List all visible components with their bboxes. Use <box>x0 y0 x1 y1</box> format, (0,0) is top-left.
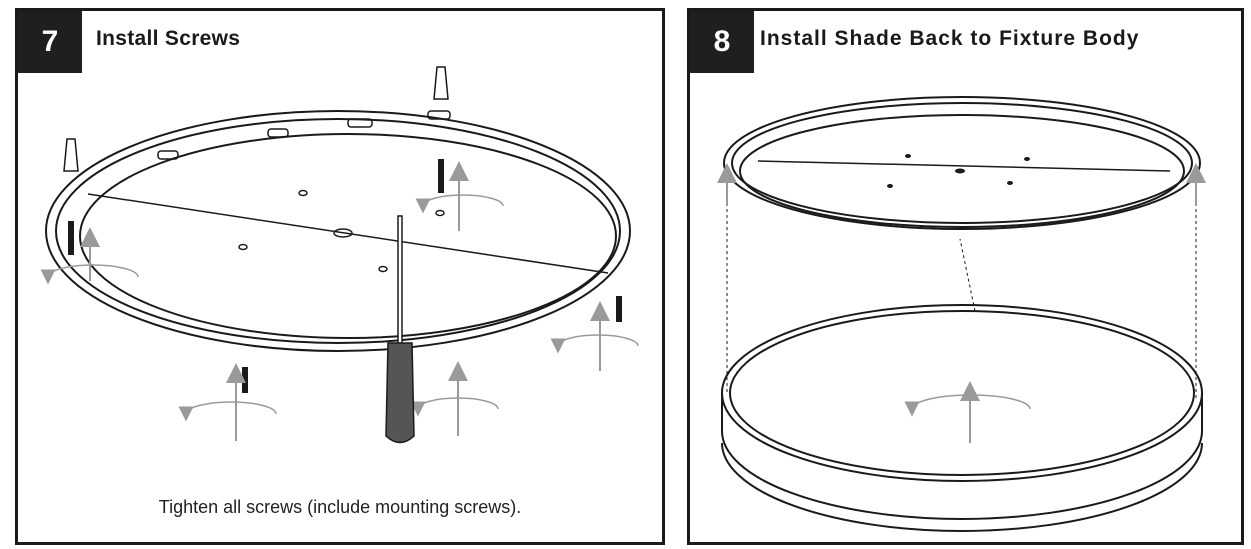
upward-arrows <box>80 161 610 441</box>
body-divider-line <box>757 160 1171 172</box>
rotation-arrows <box>40 194 639 422</box>
screwdriver <box>385 215 415 444</box>
step-7-number: 7 <box>18 11 82 73</box>
step-8-number: 8 <box>690 11 754 73</box>
mounting-screws <box>68 159 622 393</box>
step-8-title: Install Shade Back to Fixture Body <box>760 27 1140 50</box>
shade <box>721 304 1203 532</box>
plate-divider-line <box>87 193 609 274</box>
wall-anchors <box>63 66 449 172</box>
alignment-guides <box>726 179 1197 401</box>
body-holes <box>887 154 1030 188</box>
step-7-caption: Tighten all screws (include mounting scr… <box>158 497 522 517</box>
plate-holes <box>157 110 451 273</box>
step-7-illustration <box>40 66 639 444</box>
mounting-plate <box>45 110 631 352</box>
step-7-panel: 7 Install Screws <box>15 8 665 545</box>
step-8-illustration <box>717 96 1206 532</box>
step-8-panel: 8 Install Shade Back to Fixture Body <box>687 8 1244 545</box>
step-7-title: Install Screws <box>96 27 241 50</box>
fixture-body <box>723 96 1201 230</box>
arrows <box>717 163 1206 443</box>
